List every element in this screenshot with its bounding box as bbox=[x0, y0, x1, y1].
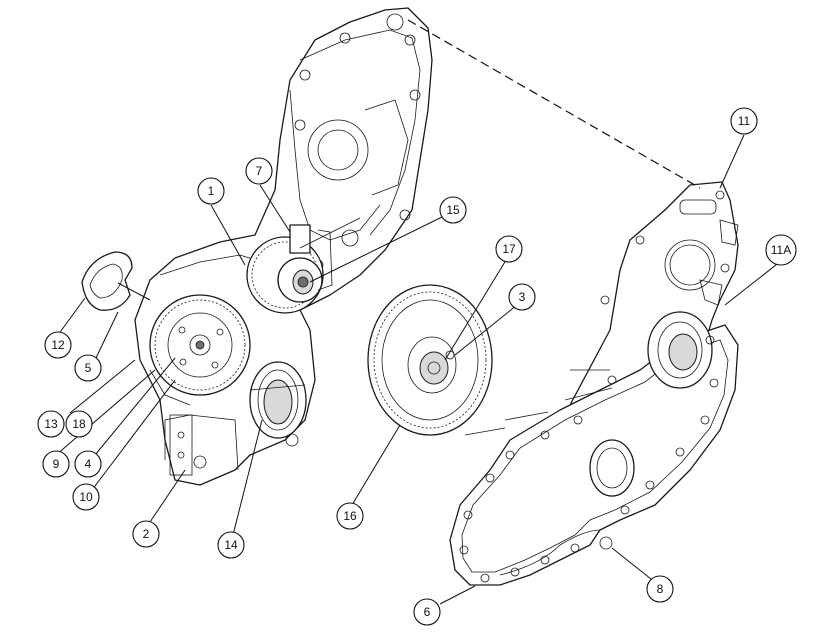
callout-label: 6 bbox=[424, 605, 431, 619]
callout-5: 5 bbox=[74, 354, 102, 382]
callout-16: 16 bbox=[336, 502, 364, 530]
callout-label: 4 bbox=[85, 457, 92, 471]
callout-label: 14 bbox=[224, 538, 238, 552]
alignment-line bbox=[407, 19, 701, 189]
callout-label: 10 bbox=[79, 490, 93, 504]
callout-14: 14 bbox=[217, 531, 245, 559]
callout-label: 15 bbox=[446, 203, 460, 217]
callout-label: 7 bbox=[256, 164, 263, 178]
callout-9: 9 bbox=[42, 450, 70, 478]
callout-11a: 11A bbox=[765, 234, 797, 266]
callout-12: 12 bbox=[44, 331, 72, 359]
callout-13: 13 bbox=[37, 410, 65, 438]
leader-lines bbox=[55, 134, 782, 605]
callout-7: 7 bbox=[245, 157, 273, 185]
callout-label: 13 bbox=[44, 417, 58, 431]
callout-label: 8 bbox=[657, 582, 664, 596]
callout-label: 18 bbox=[72, 417, 86, 431]
callout-2: 2 bbox=[132, 520, 160, 548]
callout-label: 2 bbox=[143, 527, 150, 541]
callout-15: 15 bbox=[439, 196, 467, 224]
callout-label: 9 bbox=[53, 457, 60, 471]
callout-3: 3 bbox=[508, 283, 536, 311]
callout-6: 6 bbox=[413, 598, 441, 626]
callout-label: 12 bbox=[51, 338, 65, 352]
camshaft-gear-assembly bbox=[149, 294, 251, 406]
callout-18: 18 bbox=[65, 410, 93, 438]
callout-label: 17 bbox=[502, 242, 516, 256]
callout-label: 11A bbox=[771, 243, 791, 257]
callout-8: 8 bbox=[646, 575, 674, 603]
callout-label: 1 bbox=[208, 184, 215, 198]
front-seal bbox=[249, 361, 307, 439]
callout-label: 3 bbox=[519, 290, 526, 304]
callout-label: 16 bbox=[343, 509, 357, 523]
callout-4: 4 bbox=[74, 450, 102, 478]
gear-housing-gasket bbox=[449, 311, 739, 586]
cover-plate bbox=[81, 251, 133, 311]
callout-11: 11 bbox=[730, 107, 758, 135]
callout-17: 17 bbox=[495, 235, 523, 263]
callout-label: 11 bbox=[738, 114, 751, 128]
callout-1: 1 bbox=[197, 177, 225, 205]
crankshaft-gear bbox=[367, 284, 493, 436]
idler-gear-assembly bbox=[246, 217, 361, 314]
callout-10: 10 bbox=[72, 483, 100, 511]
callout-label: 5 bbox=[85, 361, 92, 375]
